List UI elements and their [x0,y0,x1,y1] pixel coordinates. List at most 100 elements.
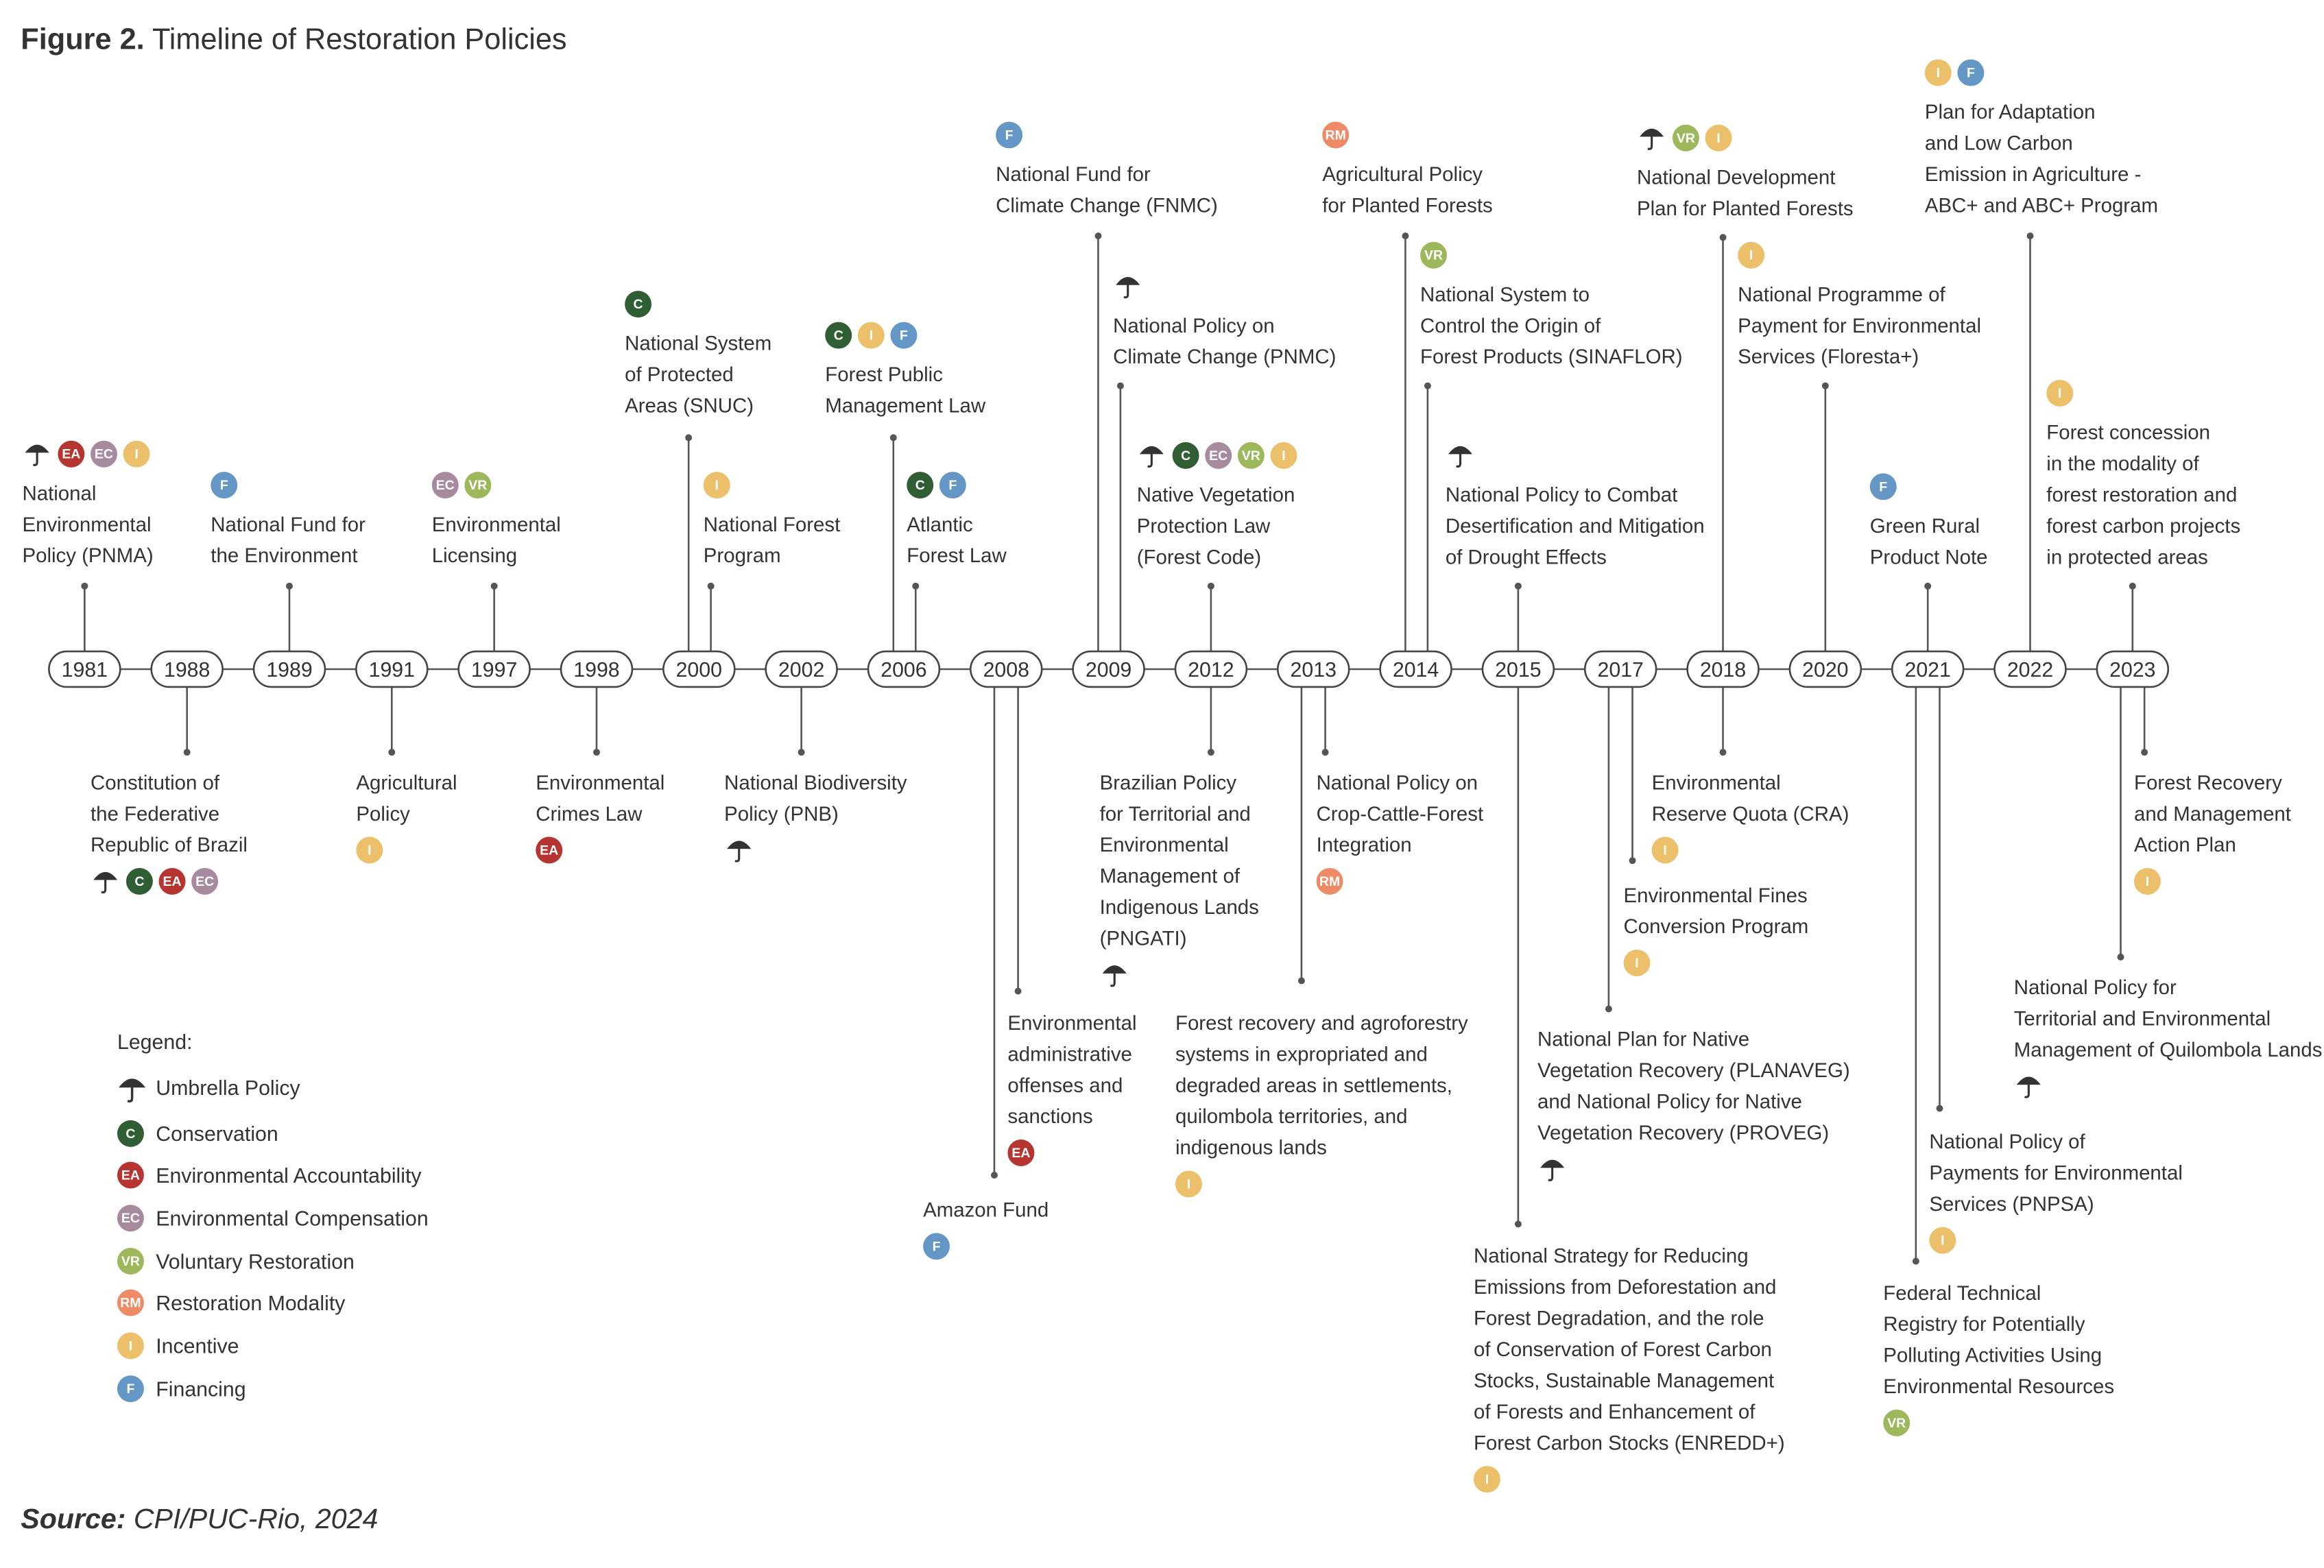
financing-badge-icon: F [923,1233,950,1260]
event-label: Forest Recovery and Management Action Pl… [2133,771,2291,856]
event-connector-dot [1094,232,1102,240]
incentive-badge-icon: I [1473,1466,1500,1493]
year-pill [1481,650,1555,688]
compensation-badge-icon: EC [91,440,117,468]
accountability-badge-icon: EA [58,440,85,468]
event-icons: RM [1316,868,1350,895]
year-label: 1991 [369,659,415,682]
event-icons: I [1929,1227,1962,1254]
incentive-badge-icon: I [1929,1227,1956,1254]
event-icons: F [1869,473,1903,500]
year-marker: 2022 [1993,650,2067,688]
year-marker: 2014 [1379,650,1452,688]
conservation-badge-icon: C [825,322,852,349]
event-label: National Fund for the Environment [211,513,366,567]
financing-badge-icon: F [996,121,1023,149]
umbrella-policy-icon [724,837,754,864]
event-icons [1446,442,1481,469]
event-label: Environmental Reserve Quota (CRA) [1651,771,1849,825]
incentive-badge-icon: I [2133,868,2161,895]
year-marker: 2020 [1788,650,1862,688]
year-marker: 2002 [765,650,838,688]
year-label: 1989 [266,659,312,682]
event-connector-dot [2141,749,2148,756]
accountability-badge-icon: EA [536,836,563,864]
event-icons: EA [536,836,568,864]
financing-badge-icon: F [1957,59,1985,86]
event-label: Plan for Adaptation and Low Carbon Emiss… [1924,101,2158,217]
accountability-badge-icon: EA [1007,1139,1035,1166]
conservation-badge-icon: C [125,868,153,895]
legend-badge-icon: C [117,1120,144,1147]
incentive-badge-icon: I [1270,442,1297,469]
event-connector-dot [490,582,498,590]
incentive-badge-icon: I [857,322,885,349]
year-label: 2012 [1188,659,1234,682]
figure-title: Figure 2. Timeline of Restoration Polici… [21,24,566,58]
event-label: Native Vegetation Protection Law (Forest… [1136,483,1295,568]
voluntary-restoration-badge-icon: VR [1237,442,1265,469]
event-connector-dot [1719,749,1727,756]
year-pill [1174,650,1248,688]
event-label: Forest Public Management Law [825,363,986,418]
event-label: National System to Control the Origin of… [1420,283,1683,368]
year-label: 1988 [164,659,210,682]
event-label: Brazilian Policy for Territorial and Env… [1099,771,1259,950]
year-pill [1993,650,2067,688]
event-connector-dot [1821,382,1829,389]
year-label: 2006 [881,659,926,682]
legend-item: C Conservation [117,1120,278,1150]
event-connector-dot [1207,749,1214,756]
event-connector-dot [1321,749,1329,756]
event-icons: VR [1420,241,1453,269]
year-label: 2008 [983,659,1029,682]
year-marker: 2021 [1891,650,1965,688]
year-marker: 2017 [1583,650,1657,688]
event-label: National Policy on Crop-Cattle-Forest In… [1316,771,1484,856]
event-label: Environmental Licensing [431,513,561,567]
financing-badge-icon: F [211,472,238,499]
event-icons: RM [1322,121,1355,149]
year-label: 2013 [1291,659,1337,682]
legend-badge-icon: VR [117,1248,144,1275]
year-label: 2022 [2007,659,2053,682]
accountability-badge-icon: EA [158,868,186,895]
event-label: Forest concession in the modality of for… [2046,421,2241,568]
year-pill [662,650,736,688]
event-label: National Biodiversity Policy (PNB) [724,771,907,825]
event-connector-dot [707,582,715,590]
event-connector-dot [912,582,920,590]
year-label: 2009 [1086,659,1131,682]
event-connector-dot [1514,1220,1522,1228]
umbrella-policy-icon [1137,442,1166,469]
legend-label: Conservation [156,1122,278,1146]
year-pill [1277,650,1350,688]
event-icons: F [211,472,243,499]
event-connector-dot [1424,382,1431,389]
event-icons: I [1473,1466,1507,1493]
event-label: Agricultural Policy for Planted Forests [1322,163,1493,217]
event-connector-dot [388,749,396,756]
event-label: Environmental administrative offenses an… [1007,1011,1137,1128]
legend-label: Financing [156,1377,246,1401]
restoration-modality-badge-icon: RM [1316,868,1343,895]
legend-item: Umbrella Policy [117,1074,300,1104]
restoration-modality-badge-icon: RM [1322,121,1350,149]
event-label: National Plan for Native Vegetation Reco… [1537,1028,1850,1144]
year-label: 1997 [471,659,517,682]
event-connector-dot [889,434,897,442]
year-marker: 1989 [252,650,326,688]
year-marker: 1988 [150,650,224,688]
umbrella-policy-icon [2014,1073,2044,1100]
conservation-badge-icon: C [1172,442,1199,469]
incentive-badge-icon: I [2046,380,2074,407]
event-label: National Forest Program [703,513,841,567]
voluntary-restoration-badge-icon: VR [1883,1409,1910,1436]
source-label: Source: [21,1504,126,1536]
umbrella-policy-icon [1446,442,1475,469]
event-connector-dot [286,582,293,590]
